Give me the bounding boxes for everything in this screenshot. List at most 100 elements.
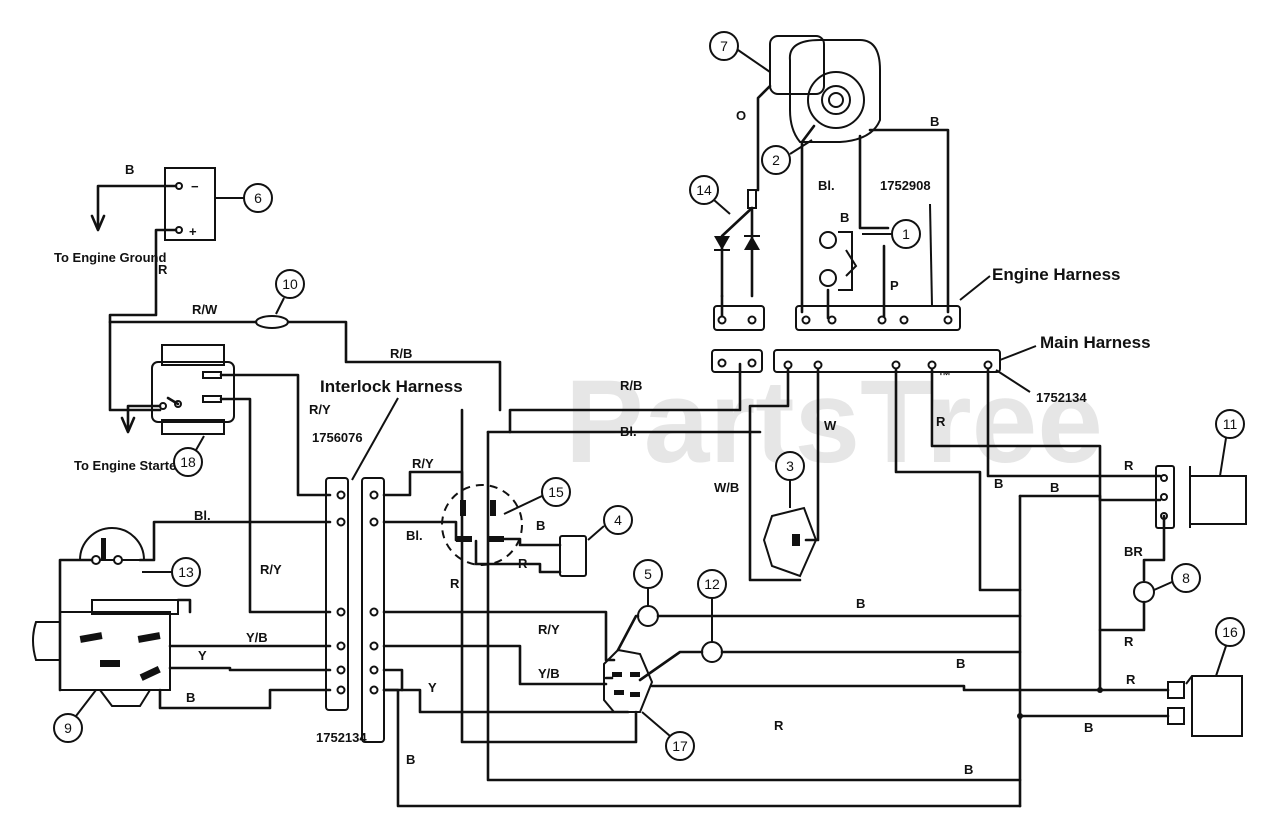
wire-13-to-9 xyxy=(58,558,94,692)
callout-11-leader xyxy=(1219,437,1227,477)
battery-positive-terminal: + xyxy=(189,224,197,239)
wire-label: R xyxy=(518,556,528,571)
watermark-trademark: ™ xyxy=(938,368,951,383)
wire-label: B xyxy=(840,210,849,225)
wire-9-top xyxy=(176,598,192,614)
note-engine-starter: To Engine Starter xyxy=(74,458,181,473)
callout-1: 1 xyxy=(891,219,921,249)
main-harness-connector xyxy=(773,349,1001,373)
wire-label: R xyxy=(774,718,784,733)
main-harness-lower-part-number: 1752134 xyxy=(316,730,367,745)
fuse-icon xyxy=(255,315,289,329)
headlight-bulbs xyxy=(819,231,858,320)
svg-text:3: 3 xyxy=(786,458,794,474)
wire-r-11-feed xyxy=(986,368,1162,478)
wire-label: P xyxy=(890,278,899,293)
wire-label: R xyxy=(936,414,946,429)
wire-label: R/W xyxy=(192,302,218,317)
svg-text:4: 4 xyxy=(614,512,622,528)
note-engine-ground: To Engine Ground xyxy=(54,250,166,265)
wire-bl-13 xyxy=(138,520,332,562)
main-harness-part-number: 1752134 xyxy=(1036,390,1087,405)
wire-label: B xyxy=(125,162,134,177)
wire-battery-ground xyxy=(96,184,178,228)
callout-6: 6 xyxy=(243,183,273,213)
main-harness-pn-pointer xyxy=(995,369,1031,393)
svg-text:7: 7 xyxy=(720,38,728,54)
wire-label: Bl. xyxy=(620,424,637,439)
wire-label: W xyxy=(824,418,837,433)
interlock-harness-label: Interlock Harness xyxy=(320,377,463,396)
starter-solenoid xyxy=(151,344,235,435)
wire-label: Bl. xyxy=(406,528,423,543)
wire-b-lamp xyxy=(858,134,890,230)
wire-r-main xyxy=(894,368,1022,592)
pto-switch xyxy=(603,648,654,713)
wire-label: O xyxy=(736,108,746,123)
wire-yb-17 xyxy=(382,644,608,686)
wire-label: R/Y xyxy=(412,456,434,471)
wire-ry-solenoid xyxy=(219,373,332,497)
safety-switch-3 xyxy=(762,506,818,578)
wire-label: R/B xyxy=(620,378,642,393)
wire-label: B xyxy=(856,596,865,611)
lamp-8-icon xyxy=(1133,581,1155,603)
callout-16: 16 xyxy=(1215,617,1245,647)
wire-r-17 xyxy=(650,684,1170,692)
callout-2: 2 xyxy=(761,145,791,175)
interlock-label-pointer xyxy=(351,397,399,481)
wire-y-left xyxy=(168,666,332,672)
wire-label: B xyxy=(1084,720,1093,735)
wire-rb-top xyxy=(286,320,502,412)
wire-label: B xyxy=(186,690,195,705)
battery: − + xyxy=(164,167,216,241)
engine-harness-connector xyxy=(795,305,961,331)
callout-15-leader xyxy=(503,495,543,515)
wire-label: R xyxy=(450,576,460,591)
callout-17: 17 xyxy=(665,731,695,761)
callout-14-leader xyxy=(713,199,731,215)
wire-battery-positive xyxy=(108,228,178,412)
callout-18: 18 xyxy=(173,447,203,477)
callout-3: 3 xyxy=(775,451,805,481)
wire-bl-15 xyxy=(382,520,458,542)
wire-label: Bl. xyxy=(818,178,835,193)
wire-12-a xyxy=(638,650,704,682)
svg-text:18: 18 xyxy=(180,454,196,470)
svg-text:2: 2 xyxy=(772,152,780,168)
wire-label: R xyxy=(1126,672,1136,687)
wire-y-stub xyxy=(382,668,404,692)
wire-b-engine-top xyxy=(868,128,950,314)
engine-harness-label-pointer xyxy=(959,275,991,301)
fuel-solenoid xyxy=(559,535,587,577)
wire-label: B xyxy=(956,656,965,671)
callout-10: 10 xyxy=(275,269,305,299)
callout-8: 8 xyxy=(1171,563,1201,593)
callout-8-leader xyxy=(1153,581,1173,591)
wire-label: B xyxy=(1050,480,1059,495)
ground-arrow-icon xyxy=(90,214,106,232)
wire-label: R/Y xyxy=(309,402,331,417)
main-harness-label: Main Harness xyxy=(1040,333,1151,352)
wire-label: Y xyxy=(428,680,437,695)
svg-text:15: 15 xyxy=(548,484,564,500)
wire-label: R/Y xyxy=(538,622,560,637)
wire-w xyxy=(804,368,820,542)
wire-label: B xyxy=(536,518,545,533)
wire-o-engine xyxy=(756,84,772,192)
wire-br xyxy=(1142,514,1166,582)
light-5-icon xyxy=(637,605,659,627)
watermark: PartsTree xyxy=(565,356,1103,488)
callout-7: 7 xyxy=(709,31,739,61)
wire-to-starter xyxy=(126,404,162,430)
wire-b-left xyxy=(158,688,332,710)
wire-label: R/B xyxy=(390,346,412,361)
wire-label: Bl. xyxy=(194,508,211,523)
interlock-harness-part-number: 1756076 xyxy=(312,430,363,445)
connector-11 xyxy=(1155,465,1247,529)
wire-ry-15 xyxy=(382,470,464,502)
callout-9: 9 xyxy=(53,713,83,743)
callout-14: 14 xyxy=(689,175,719,205)
engine-harness-label: Engine Harness xyxy=(992,265,1121,284)
engine-harness-pointer xyxy=(929,203,933,307)
